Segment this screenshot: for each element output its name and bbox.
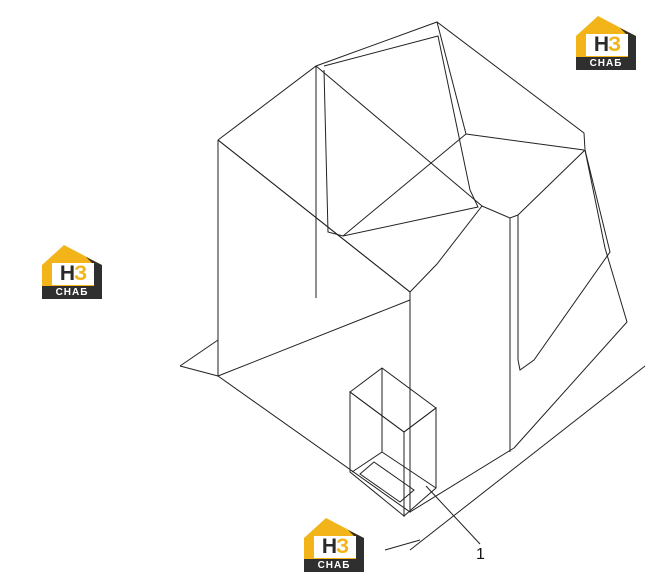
- right-window-frame: [517, 149, 611, 371]
- battery-box-inner-edge: [381, 451, 437, 489]
- floor-line-2: [179, 339, 219, 367]
- roof-center-line: [217, 139, 411, 293]
- callout-leader-1: [425, 485, 481, 545]
- roof-ridge: [465, 133, 585, 151]
- cab-left-face: [217, 139, 411, 513]
- battery-box-front: [349, 391, 405, 518]
- floor-front-2: [384, 539, 421, 551]
- floor-front: [409, 365, 646, 551]
- callout-label-1: 1: [476, 546, 485, 563]
- windshield-frame: [323, 35, 479, 237]
- logo-letters: НЗ: [52, 263, 94, 285]
- logo-caption: СНАБ: [576, 57, 636, 70]
- floor-left: [179, 365, 219, 377]
- cab-right-edge: [513, 149, 628, 449]
- brand-logo-bottom: НЗ СНАБ: [302, 516, 366, 576]
- battery-box-inner-line: [351, 368, 383, 473]
- floor-line-1: [217, 299, 411, 377]
- logo-letters: НЗ: [586, 34, 628, 56]
- roof-diagonal: [436, 21, 467, 135]
- logo-caption: СНАБ: [304, 559, 364, 572]
- logo-letters: НЗ: [314, 536, 356, 558]
- battery-box-top: [349, 367, 437, 433]
- brand-logo-top-right: НЗ СНАБ: [574, 14, 638, 74]
- brand-logo-left: НЗ СНАБ: [40, 243, 104, 303]
- battery-box-inner-bottom: [359, 461, 415, 503]
- cab-roof-outline: [217, 21, 586, 151]
- floor-line-3: [409, 447, 515, 513]
- roof-crease: [315, 65, 483, 207]
- window-cross: [342, 133, 467, 237]
- battery-box-side: [403, 407, 437, 518]
- center-window: [409, 205, 519, 293]
- logo-caption: СНАБ: [42, 286, 102, 299]
